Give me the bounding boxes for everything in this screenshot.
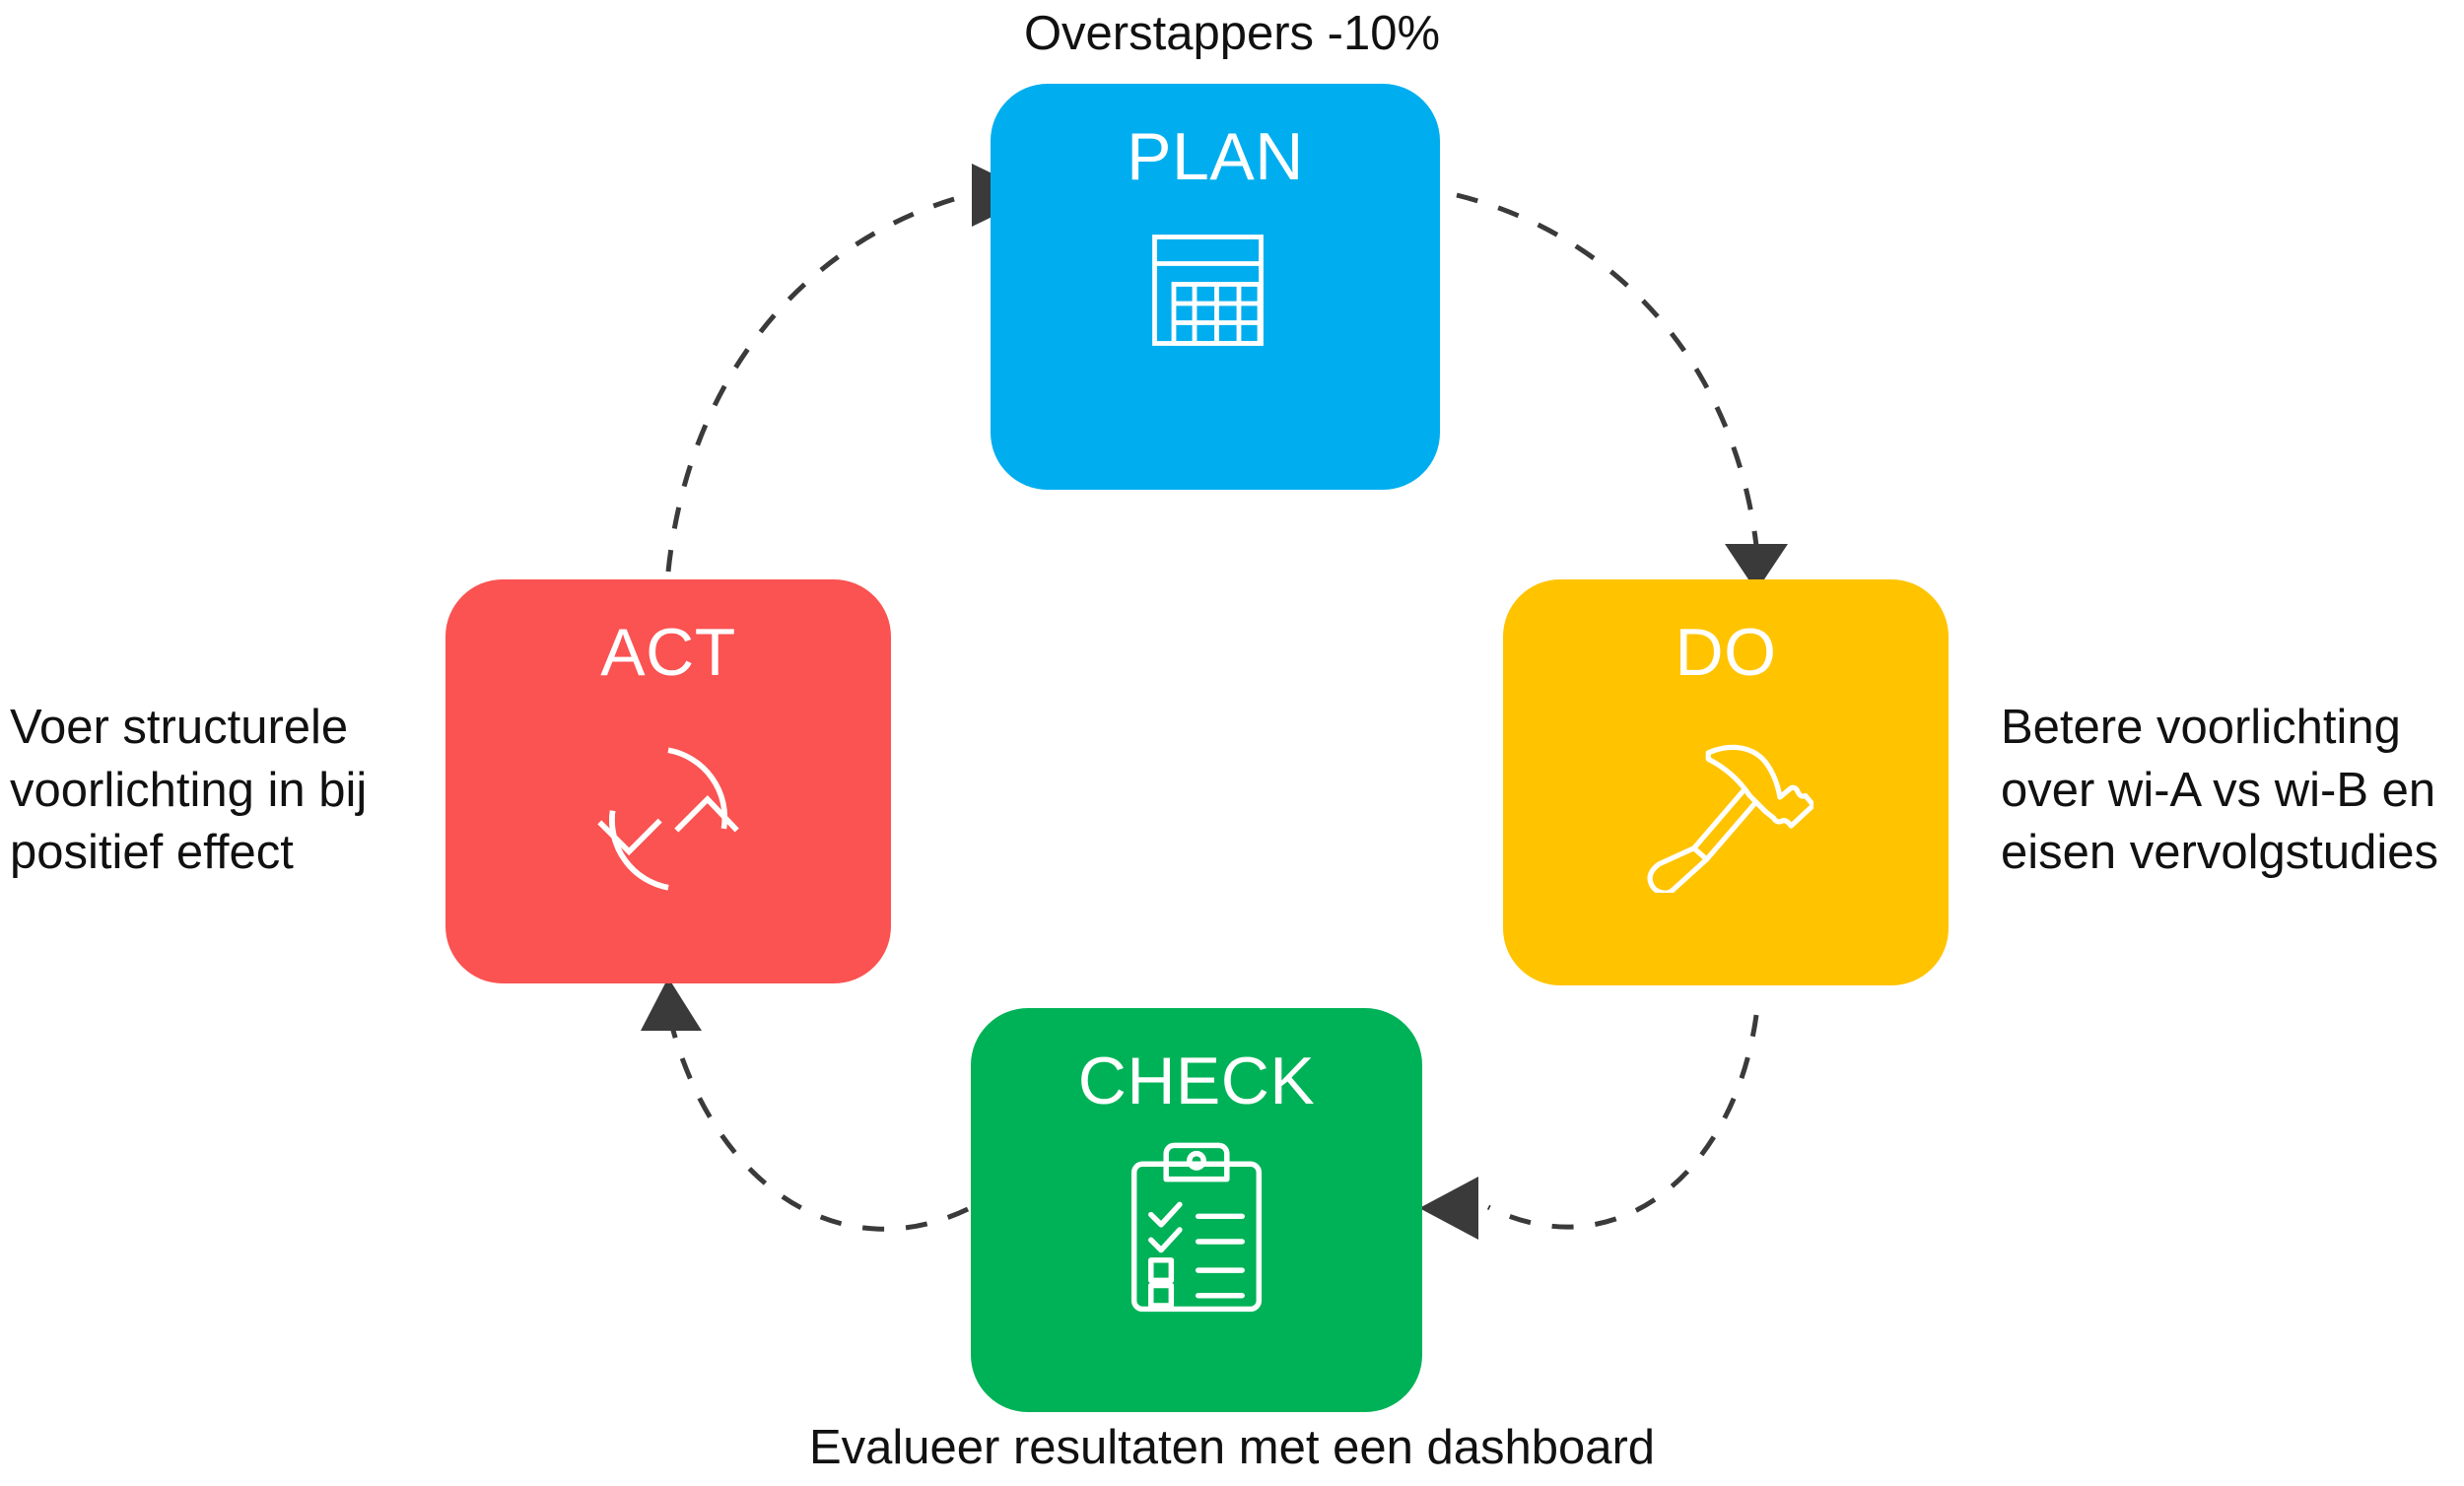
pdca-node-check-label: CHECK <box>1077 1044 1316 1118</box>
connector-check-to-act <box>669 1026 970 1232</box>
refresh-cycle-icon <box>597 747 739 891</box>
pdca-node-act[interactable]: ACT <box>445 579 891 983</box>
pdca-node-act-label: ACT <box>600 615 736 690</box>
arrowhead-up-into-act <box>641 978 702 1031</box>
pdca-node-do-label: DO <box>1675 615 1777 690</box>
caption-left: Voer structurele voorlichting in bij pos… <box>10 701 368 880</box>
pdca-node-do[interactable]: DO <box>1503 579 1949 985</box>
pdca-node-check[interactable]: CHECK <box>971 1008 1422 1412</box>
caption-bottom: Evalueer resultaten met een dashboard <box>808 1421 1656 1474</box>
hammer-icon <box>1647 744 1814 893</box>
arrowhead-left-into-check <box>1419 1177 1478 1240</box>
pdca-node-plan[interactable]: PLAN <box>991 84 1440 490</box>
connector-act-to-plan <box>665 190 977 573</box>
caption-top: Overstappers -10% <box>1023 7 1441 60</box>
caption-right: Betere voorlichting over wi-A vs wi-B en… <box>2001 701 2438 880</box>
connector-plan-to-do <box>1456 192 1759 547</box>
calendar-icon <box>1152 235 1264 346</box>
connector-do-to-check <box>1486 1014 1759 1230</box>
pdca-node-plan-label: PLAN <box>1127 119 1304 194</box>
clipboard-checklist-icon <box>1130 1142 1263 1313</box>
